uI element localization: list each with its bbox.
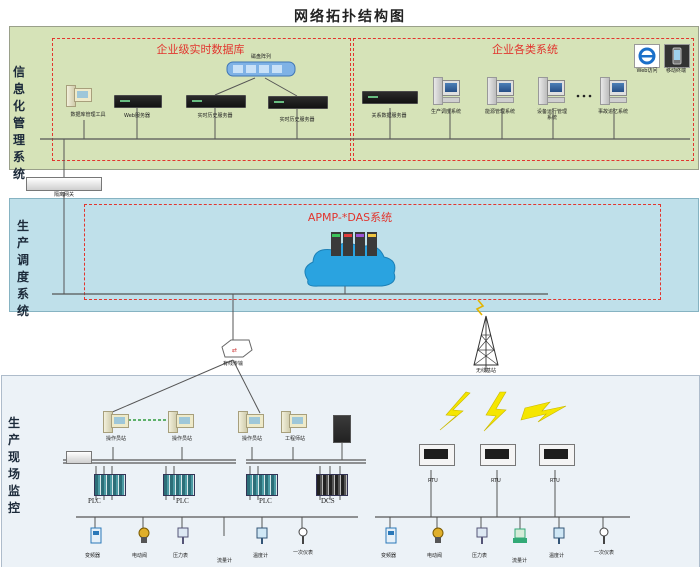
meter-2-label: 一次仪表: [593, 550, 614, 556]
plc-3-label: PLC: [259, 497, 272, 505]
pressure-2-label: 压力表: [472, 553, 488, 559]
station1-label: 操作员站: [105, 436, 126, 442]
meter-1-label: 一次仪表: [292, 550, 313, 556]
pressure-1-label: 压力表: [173, 553, 189, 559]
temp-2-icon: [551, 527, 567, 545]
meter-1-icon: [295, 527, 311, 545]
svg-text:⇄: ⇄: [232, 347, 237, 354]
engineer-station: [281, 411, 307, 433]
disk-array-label: 磁盘阵列: [250, 54, 271, 60]
meter-2-icon: [596, 527, 612, 545]
tower-label: 无线基站: [475, 368, 496, 374]
plc-2-device: [163, 474, 195, 496]
temp-2-label: 温度计: [549, 553, 565, 559]
temp-1-icon: [254, 527, 270, 545]
rt-server2-label: 实时历史服务器: [279, 117, 315, 123]
rel-db-server-device: [362, 91, 418, 104]
vfd-2-icon: [383, 527, 399, 545]
operator-station-1: [103, 411, 129, 433]
db-tool-computer: [66, 85, 92, 107]
accident-computer: [600, 77, 627, 107]
valve-2-label: 电动阀: [427, 553, 443, 559]
rt-server2-device: [268, 96, 328, 109]
dcs-device: [316, 474, 348, 496]
rtu-1-label: RTU: [428, 478, 438, 484]
rtu-2-label: RTU: [491, 478, 501, 484]
vfd-1-icon: [88, 527, 104, 545]
vfd-2-label: 变频器: [381, 553, 397, 559]
flow-1-label: 流量计: [217, 558, 233, 564]
pressure-1-icon: [175, 527, 191, 545]
web-access-label: Web访问: [636, 68, 658, 74]
station4-label: 工程师站: [284, 436, 305, 442]
apmp-das-title: APMP-*DAS系统: [307, 211, 393, 224]
field-section-label: 生产现场监控: [7, 416, 20, 515]
realtime-db-group: [52, 38, 351, 161]
operator-station-2: [168, 411, 194, 433]
plc-1-device: [94, 474, 126, 496]
router-label: 有线传输: [222, 361, 243, 367]
equip-label: 设备运行管理系统: [536, 109, 567, 121]
rel-db-label: 关系数据服务器: [371, 113, 407, 119]
rt-server-device: [186, 95, 246, 108]
rtu-1-device: [419, 444, 455, 466]
station2-label: 操作员站: [171, 436, 192, 442]
rtu-2-device: [480, 444, 516, 466]
accident-label: 事故追忆系统: [597, 109, 628, 115]
page-title: 网络拓扑结构图: [294, 9, 406, 25]
vfd-1-label: 变频器: [85, 553, 101, 559]
plc-1-label: PLC: [88, 497, 101, 505]
valve-1-icon: [136, 527, 152, 545]
mobile-label: 移动终端: [665, 68, 686, 74]
biz-systems-title: 企业各类系统: [492, 43, 558, 56]
equip-computer: [538, 77, 565, 107]
valve-2-icon: [430, 527, 446, 545]
web-server-label: Web服务器: [124, 113, 150, 119]
energy-label: 能源管理系统: [484, 109, 515, 115]
info-section-label: 信息化管理系统: [12, 65, 25, 181]
plc-2-label: PLC: [176, 497, 189, 505]
prod-sched-computer: [433, 77, 460, 107]
biz-systems-group: [353, 38, 694, 161]
dcs-label: DCS: [321, 497, 335, 505]
flow-2-icon: [512, 527, 528, 545]
isolation-gateway: [26, 177, 102, 191]
realtime-db-title: 企业级实时数据库: [156, 43, 245, 56]
rtu-3-device: [539, 444, 575, 466]
rtu-3-label: RTU: [550, 478, 560, 484]
operator-station-3: [238, 411, 264, 433]
pressure-2-icon: [474, 527, 490, 545]
web-server-device: [114, 95, 162, 108]
plc-3-device: [246, 474, 278, 496]
gateway-label: 隔离网关: [53, 192, 74, 198]
mobile-icon: [664, 44, 690, 68]
dcs-server-rack: [333, 415, 351, 443]
valve-1-label: 电动阀: [132, 553, 148, 559]
station3-label: 操作员站: [241, 436, 262, 442]
sched-section-label: 生产调度系统: [16, 219, 29, 318]
temp-1-label: 温度计: [253, 553, 269, 559]
field-switch: [66, 451, 92, 464]
ie-icon: [634, 44, 660, 68]
db-tool-label: 数据库管理工具: [70, 112, 106, 118]
field-band: [1, 375, 700, 567]
energy-computer: [487, 77, 514, 107]
flow-2-label: 流量计: [512, 558, 528, 564]
prod-sched-label: 生产调度系统: [430, 109, 461, 115]
apmp-das-group: [84, 204, 661, 300]
rt-server-label: 实时历史服务器: [197, 113, 233, 119]
